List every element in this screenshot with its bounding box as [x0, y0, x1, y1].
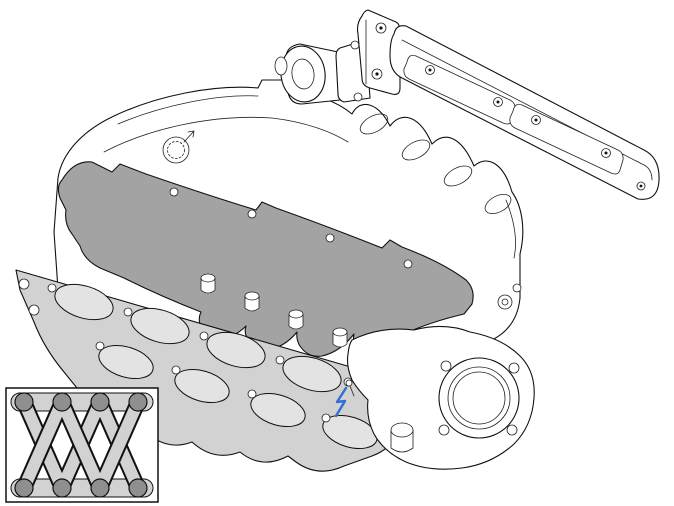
bolt-circle: [18, 278, 30, 290]
bolt-circle: [247, 389, 257, 399]
screw-dot: [639, 184, 643, 188]
emblem-outer-ring: [162, 136, 190, 164]
actuator-face: [280, 45, 326, 103]
vacuum-port: [512, 283, 522, 293]
screw-dot: [428, 68, 432, 72]
nipple-cap: [390, 422, 414, 438]
throttle-opening: [438, 357, 520, 439]
plenum-nipple: [390, 422, 414, 453]
throttle-bolt: [508, 362, 520, 374]
port-oval: [98, 344, 154, 380]
throttle-bore-outer: [438, 357, 520, 439]
emblem-inner-ring: [167, 141, 185, 159]
standoff-cylinders: [200, 273, 348, 348]
engine-assembly: [15, 79, 535, 472]
bolt-circle: [47, 283, 57, 293]
port-oval: [206, 331, 266, 369]
highlight-marker: [334, 386, 348, 418]
inset-top-ports: [14, 392, 148, 412]
port-oval: [174, 368, 230, 404]
port-circle: [52, 478, 72, 498]
standoff-cap: [288, 309, 304, 319]
rail-fold-line: [401, 39, 653, 181]
screw-dot: [534, 118, 538, 122]
runner-bump-ellipse: [443, 165, 473, 187]
vacuum-port: [497, 294, 513, 310]
inset-bottom-ports: [14, 478, 148, 498]
actuator-face-inner: [291, 58, 315, 90]
port-circle: [128, 392, 148, 412]
bolt-circle: [275, 355, 285, 365]
flange-bolt: [353, 92, 363, 102]
inset-runner-path: [18, 396, 144, 494]
bolt-circle: [123, 307, 133, 317]
bolt-circle: [95, 341, 105, 351]
port-schematic-inset: [5, 387, 159, 503]
flange-bolt: [350, 40, 360, 50]
actuator-stub: [274, 56, 288, 76]
cover-ridge-line: [117, 95, 259, 125]
inset-top-rail: [10, 392, 154, 412]
stud-head: [345, 379, 353, 387]
runner-bump-ellipse: [401, 139, 431, 161]
cover-ridge-line: [103, 116, 349, 153]
port-circle: [14, 392, 34, 412]
port-oval: [130, 307, 190, 345]
port-oval: [250, 392, 306, 428]
port-circle: [90, 478, 110, 498]
port-oval: [54, 283, 114, 321]
throttle-bolt: [440, 360, 452, 372]
port-circle: [14, 478, 34, 498]
bolt-circle: [199, 331, 209, 341]
bolt-circle: [169, 187, 179, 197]
port-oval: [282, 355, 342, 393]
port-circle: [90, 392, 110, 412]
runner-bump-ellipse: [359, 113, 389, 135]
bolt-circle: [321, 413, 331, 423]
throttle-bolt: [438, 424, 450, 436]
bolt-circle: [28, 304, 40, 316]
standoff-cap: [244, 291, 260, 301]
inset-bottom-rail: [10, 478, 154, 498]
bracket-hole-dot: [375, 72, 379, 76]
bolt-circle: [247, 209, 257, 219]
trim-cover-assembly: [274, 9, 660, 200]
screw-dot: [496, 100, 500, 104]
runner-bump-ellipse: [484, 193, 512, 215]
vacuum-actuator: [274, 43, 341, 105]
rail-screws: [425, 65, 646, 191]
bolt-circle: [171, 365, 181, 375]
cover-edge-line: [505, 199, 516, 259]
throttle-bore-mid: [447, 366, 511, 430]
stud-shaft: [349, 385, 355, 397]
throttle-bolt: [506, 424, 518, 436]
standoff-cap: [200, 273, 216, 283]
bolt-circle: [325, 233, 335, 243]
port-circle: [52, 392, 72, 412]
screw-dot: [604, 151, 608, 155]
port-circle: [128, 478, 148, 498]
standoff-cap: [332, 327, 348, 337]
brand-emblem: [162, 130, 195, 164]
intake-port-ovals: [54, 283, 378, 450]
port-oval: [322, 414, 378, 450]
bracket-hole-dot: [379, 26, 383, 30]
bolt-circle: [403, 259, 413, 269]
emblem-arrow-icon: [183, 130, 195, 143]
vacuum-port-inner: [501, 298, 509, 306]
throttle-bore-inner: [452, 371, 506, 425]
